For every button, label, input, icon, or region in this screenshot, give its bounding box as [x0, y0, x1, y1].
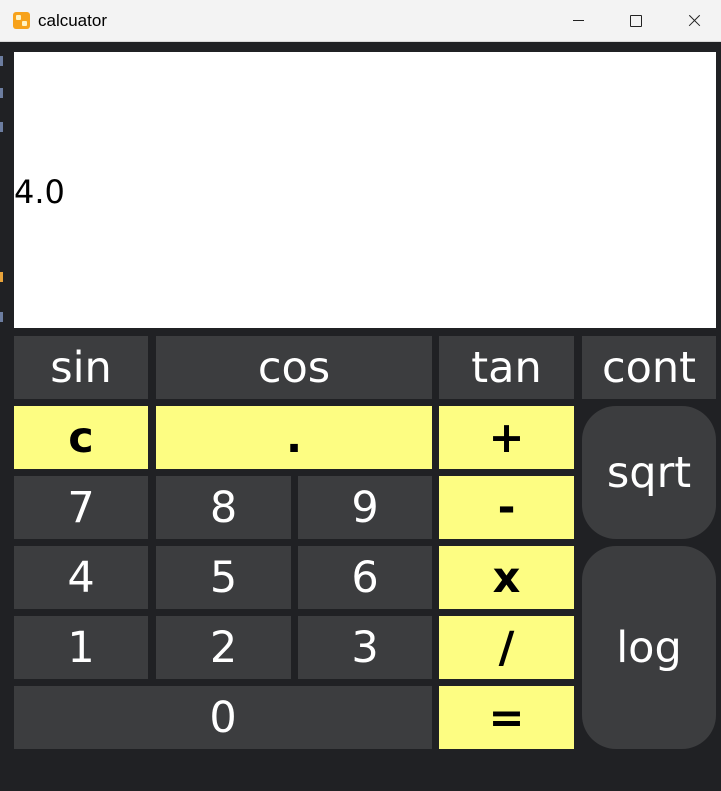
digit-7-button[interactable]: 7	[14, 476, 148, 539]
decimal-button[interactable]: .	[156, 406, 432, 469]
maximize-button[interactable]	[607, 0, 665, 41]
digit-4-button[interactable]: 4	[14, 546, 148, 609]
maximize-icon	[630, 14, 642, 27]
cont-button[interactable]: cont	[582, 336, 716, 399]
equals-button[interactable]: =	[439, 686, 574, 749]
sin-button[interactable]: sin	[14, 336, 148, 399]
app-icon	[13, 12, 30, 29]
edge-mark	[0, 312, 3, 322]
minus-button[interactable]: -	[439, 476, 574, 539]
clear-button[interactable]: c	[14, 406, 148, 469]
sqrt-button[interactable]: sqrt	[582, 406, 716, 539]
digit-3-button[interactable]: 3	[298, 616, 432, 679]
digit-5-button[interactable]: 5	[156, 546, 291, 609]
digit-8-button[interactable]: 8	[156, 476, 291, 539]
minimize-icon	[572, 20, 584, 21]
digit-0-button[interactable]: 0	[14, 686, 432, 749]
edge-mark	[0, 122, 3, 132]
edge-mark	[0, 56, 3, 66]
close-icon	[687, 14, 701, 28]
display-value: 4.0	[14, 173, 65, 211]
cos-button[interactable]: cos	[156, 336, 432, 399]
minimize-button[interactable]	[549, 0, 607, 41]
edge-mark	[0, 272, 3, 282]
tan-button[interactable]: tan	[439, 336, 574, 399]
digit-9-button[interactable]: 9	[298, 476, 432, 539]
log-button[interactable]: log	[582, 546, 716, 749]
multiply-button[interactable]: x	[439, 546, 574, 609]
close-button[interactable]	[665, 0, 721, 41]
divide-button[interactable]: /	[439, 616, 574, 679]
calculator-display: 4.0	[14, 52, 716, 328]
digit-6-button[interactable]: 6	[298, 546, 432, 609]
title-bar: calcuator	[0, 0, 721, 42]
digit-2-button[interactable]: 2	[156, 616, 291, 679]
background-window-edge	[0, 50, 5, 570]
window-title: calcuator	[38, 11, 107, 30]
edge-mark	[0, 88, 3, 98]
digit-1-button[interactable]: 1	[14, 616, 148, 679]
plus-button[interactable]: +	[439, 406, 574, 469]
